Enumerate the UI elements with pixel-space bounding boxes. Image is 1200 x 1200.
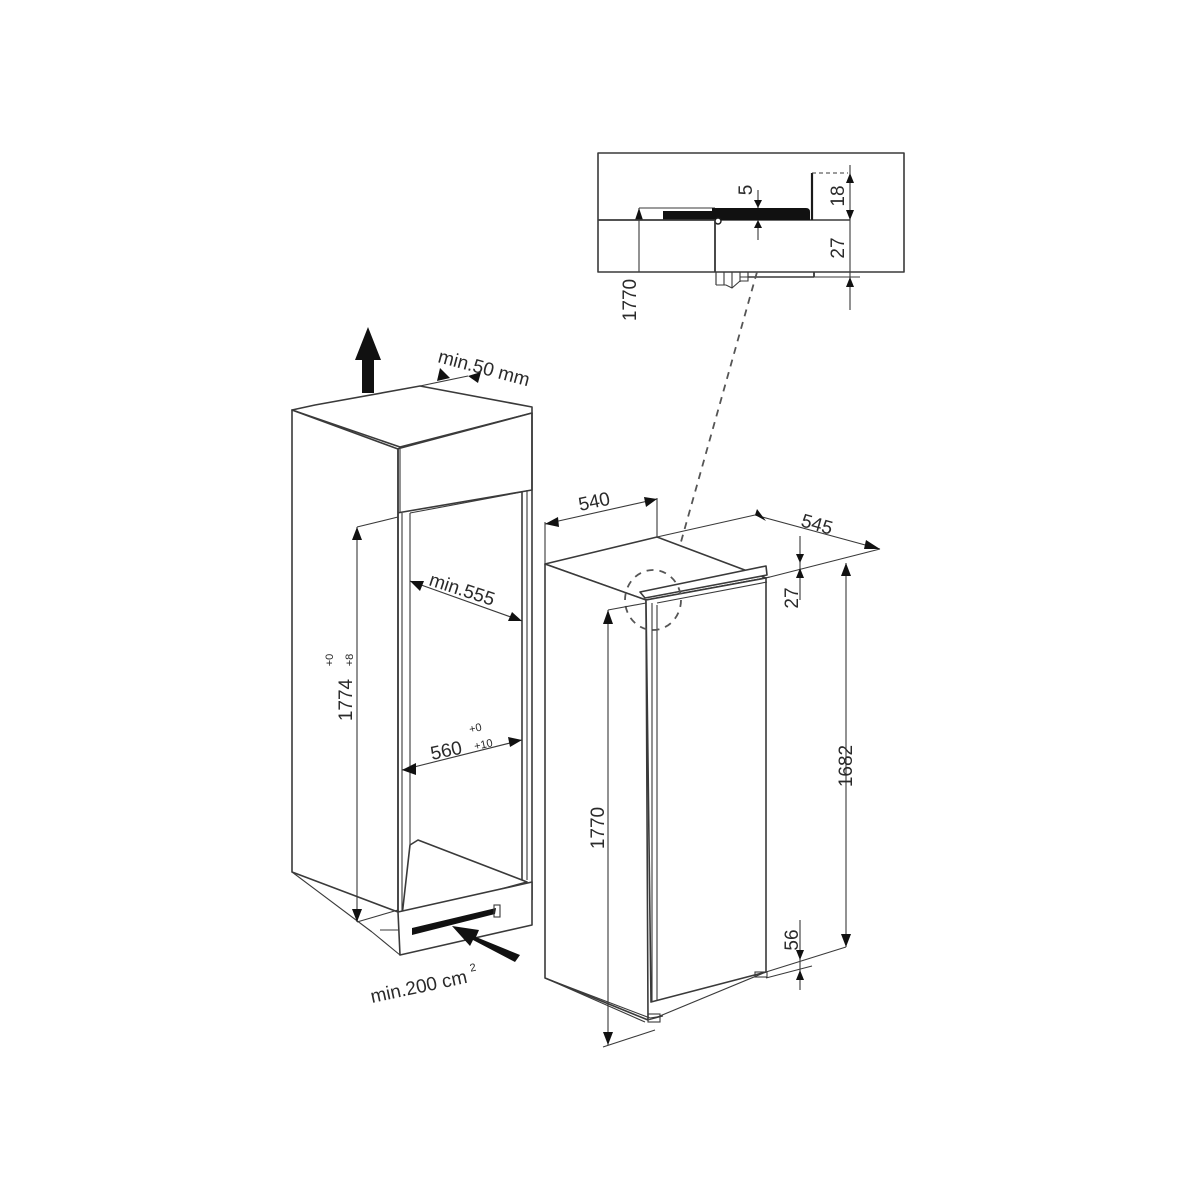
- detail-callout-circle: [624, 569, 682, 631]
- appliance-height-label: 1770: [588, 807, 609, 849]
- ventilation-top-label: min.50 mm: [436, 347, 532, 392]
- detail-box: 1770 5 18 27: [597, 152, 905, 321]
- appliance-depth-label: 545: [799, 511, 835, 540]
- appliance-door-height-label: 1682: [836, 745, 857, 787]
- cabinet-width-tol-plus: +0: [468, 722, 483, 736]
- ventilation-bottom-label: min.200 cm: [369, 967, 469, 1008]
- cabinet-width-tol-minus: +10: [473, 737, 494, 753]
- detail-offset-label: 27: [828, 237, 849, 258]
- airflow-in-arrow-icon: [452, 926, 520, 962]
- cabinet: min.50 mm 1774 +0 +8 min.555 560 +0 +10 …: [291, 327, 533, 1008]
- arrow-down-icon: [754, 200, 762, 208]
- ventilation-bottom-sup: 2: [469, 962, 477, 975]
- arrow-up-icon: [754, 220, 762, 228]
- hinge-plate: [663, 208, 810, 220]
- detail-box-door: [598, 219, 749, 285]
- detail-leader: [667, 271, 758, 589]
- appliance-top-offset-label: 27: [782, 587, 803, 608]
- appliance: 540 545 27 1682 56 1770: [544, 489, 881, 1048]
- arrow-up-icon: [635, 208, 643, 220]
- cabinet-width-min-label: min.555: [426, 570, 497, 611]
- cabinet-height-tol-plus: +0: [324, 654, 336, 667]
- airflow-up-arrow-icon: [355, 327, 381, 393]
- appliance-width-label: 540: [577, 489, 612, 516]
- detail-gap-label: 5: [736, 185, 757, 196]
- appliance-bottom-offset-label: 56: [782, 929, 803, 950]
- cabinet-height-tol-minus: +8: [344, 654, 356, 667]
- cabinet-height-label: 1774: [336, 678, 357, 721]
- detail-height-label: 1770: [620, 279, 641, 321]
- detail-top-label: 18: [828, 185, 849, 206]
- ventilation-bottom-label-group: min.200 cm 2: [369, 962, 478, 1008]
- cabinet-width-label: 560: [429, 738, 464, 765]
- vent-slot: [412, 908, 496, 935]
